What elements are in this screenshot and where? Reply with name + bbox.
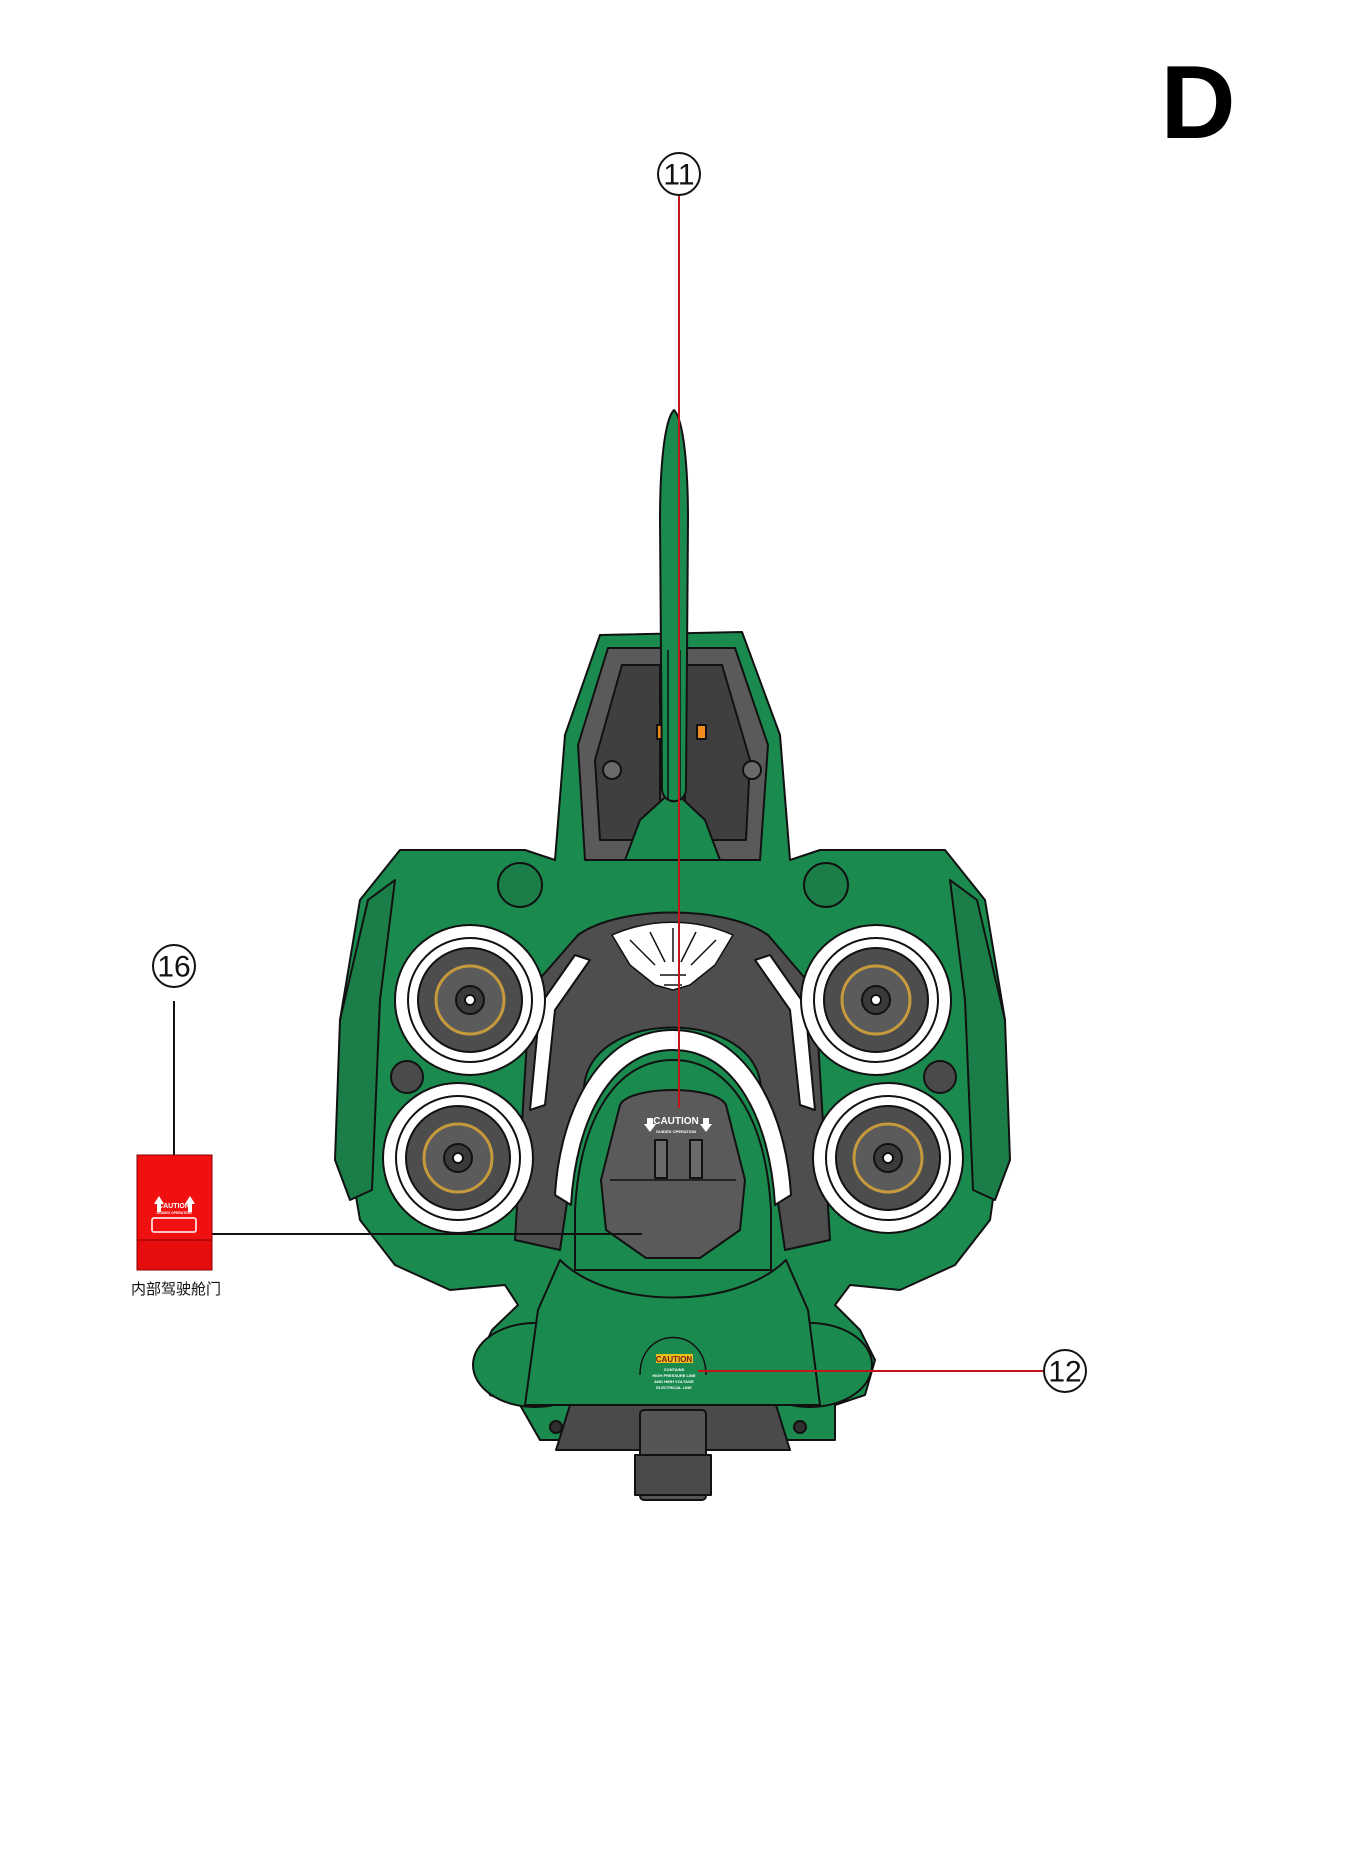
rear-caution-title: CAUTION (656, 1355, 693, 1364)
callout-12: 12 (1043, 1349, 1087, 1393)
cowl-arch (554, 1029, 792, 1206)
callout-circle (152, 944, 196, 988)
callout-lines (173, 193, 1046, 1372)
callout-16: 16 (152, 944, 196, 988)
central-cowl (514, 911, 831, 1251)
part-16-cockpit-door: CAUTION GUIDED OPERATION (136, 1154, 213, 1271)
arrow-down-icon (700, 1118, 712, 1132)
engine-top-right (800, 924, 952, 1076)
rear-caution-line-3: AND HIGH VOLTAGE (654, 1379, 694, 1384)
part-16-caution-title: CAUTION (158, 1203, 190, 1210)
lower-body (524, 1259, 821, 1406)
cockpit-caution-title: CAUTION (653, 1116, 699, 1127)
left-side-armor (334, 879, 396, 1201)
ship-illustration (334, 409, 1011, 1501)
arrow-up-icon (185, 1196, 195, 1212)
right-side-armor (949, 879, 1011, 1201)
part-16-caution-subtitle: GUIDED OPERATION (156, 1211, 192, 1215)
callout-circle (1043, 1349, 1087, 1393)
rear-caution-line-4: ELECTRICAL LINE (656, 1385, 692, 1390)
callout-number-11: 11 (663, 159, 694, 192)
callout-circle (657, 152, 701, 196)
callout-number-16: 16 (157, 951, 190, 984)
orange-light-right (696, 724, 707, 740)
cockpit-caution-decal: CAUTION GUIDED OPERATION (644, 1116, 712, 1134)
cockpit-caution-subtitle: GUIDED OPERATION (656, 1129, 696, 1134)
engine-bottom-right (812, 1082, 964, 1234)
engine-top-left (394, 924, 546, 1076)
rear-caution-line-1: CONTAINS (664, 1367, 685, 1372)
antenna-spine (659, 409, 689, 803)
arrow-up-icon (154, 1196, 164, 1212)
rear-caution-line-2: HIGH PRESSURE LINE (652, 1373, 696, 1378)
rear-caution-decal: CAUTION CONTAINS HIGH PRESSURE LINE AND … (652, 1354, 696, 1390)
section-letter: D (1160, 45, 1235, 161)
part-16-label: 内部驾驶舱门 (131, 1281, 221, 1298)
callout-11: 11 (657, 152, 701, 196)
arrow-down-icon (644, 1118, 656, 1132)
callout-number-12: 12 (1048, 1356, 1081, 1389)
cockpit-hatch (600, 1089, 746, 1259)
engine-bottom-left (382, 1082, 534, 1234)
